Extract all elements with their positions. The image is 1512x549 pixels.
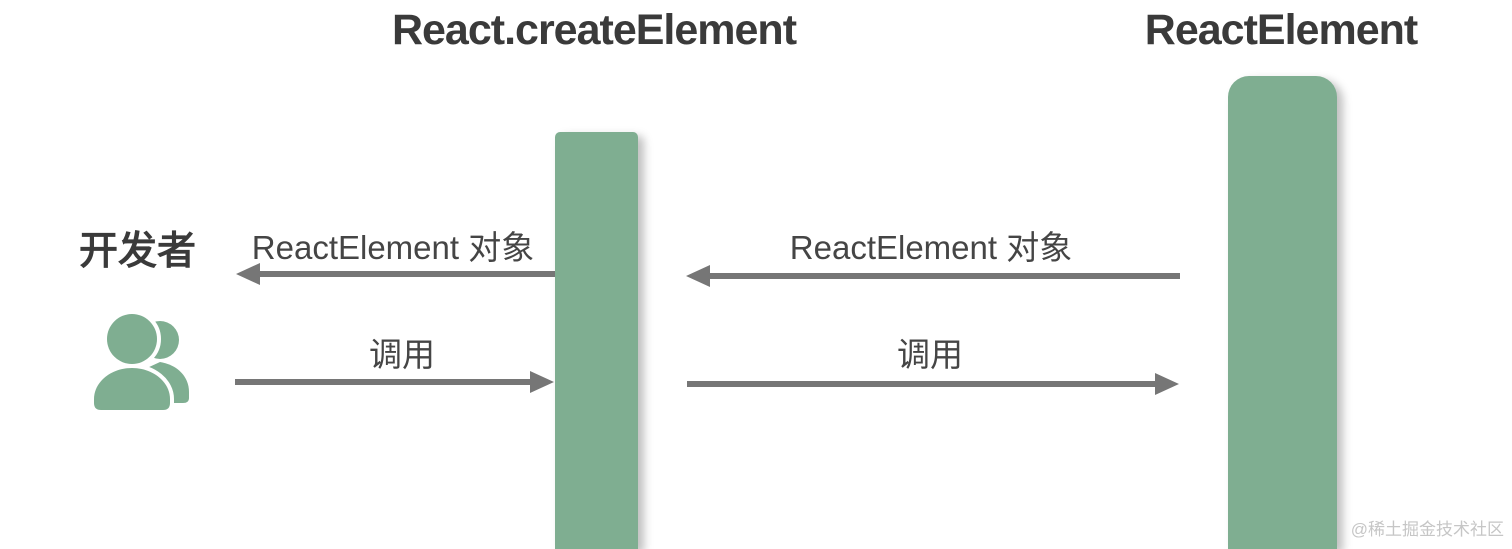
arrowhead-right-icon (1155, 373, 1179, 395)
watermark: @稀土掘金技术社区 (1350, 520, 1504, 539)
users-icon (92, 310, 189, 410)
message-label-return-object-1: ReactElement 对象 (251, 229, 535, 266)
arrowhead-left-icon (686, 265, 710, 287)
lifeline-title-react-element: ReactElement (1144, 6, 1418, 54)
actor-label: 开发者 (79, 230, 197, 273)
arrowhead-right-icon (530, 371, 554, 393)
arrowhead-left-icon (236, 263, 260, 285)
arrow-line-call-2 (687, 381, 1157, 387)
lifeline-bar-react-create-element (555, 132, 638, 549)
arrow-line-call-1 (235, 379, 531, 385)
message-label-call-1: 调用 (369, 336, 435, 373)
lifeline-bar-react-element (1228, 76, 1337, 549)
arrow-line-return-2 (707, 273, 1180, 279)
lifeline-title-react-create-element: React.createElement (391, 6, 797, 54)
message-label-call-2: 调用 (897, 336, 963, 373)
message-label-return-object-2: ReactElement 对象 (789, 229, 1073, 266)
arrow-line-return-1 (257, 271, 555, 277)
